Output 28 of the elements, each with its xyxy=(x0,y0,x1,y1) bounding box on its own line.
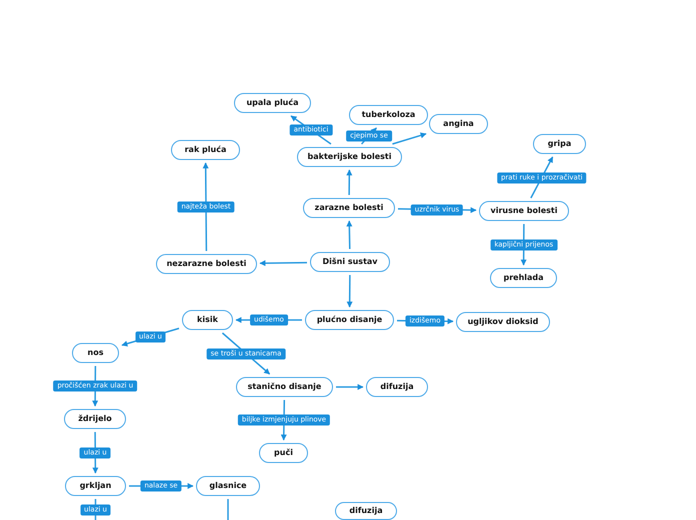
topic-node: bakterijske bolesti xyxy=(297,147,402,167)
arrow xyxy=(259,260,308,266)
arrow xyxy=(346,169,352,195)
topic-node: rak pluća xyxy=(171,140,240,160)
topic-node: gripa xyxy=(533,134,586,154)
topic-node: angina xyxy=(429,114,488,134)
topic-node: ugljikov dioksid xyxy=(456,312,550,332)
topic-node: difuzija xyxy=(335,502,397,520)
topic-node: virusne bolesti xyxy=(479,201,569,221)
topic-node: upala pluća xyxy=(234,93,311,113)
topic-node: Dišni sustav xyxy=(310,252,390,272)
topic-node: difuzija xyxy=(366,377,428,397)
arrow xyxy=(336,384,364,390)
topic-node: plućno disanje xyxy=(305,310,394,330)
topic-node: glasnice xyxy=(196,476,260,496)
topic-node: puči xyxy=(259,443,308,463)
topic-node: nos xyxy=(72,343,119,363)
arrow xyxy=(346,275,353,308)
topic-node: kisik xyxy=(182,310,233,330)
arrow xyxy=(202,162,209,251)
topic-node: nezarazne bolesti xyxy=(156,254,257,274)
topic-node: prehlada xyxy=(490,268,557,288)
topic-node: ždrijelo xyxy=(64,409,126,429)
topic-node: tuberkoloza xyxy=(349,105,428,125)
topic-node: zarazne bolesti xyxy=(303,198,395,218)
topic-node: stanično disanje xyxy=(236,377,333,397)
topic-node: grkljan xyxy=(65,476,126,496)
arrow xyxy=(346,220,352,250)
